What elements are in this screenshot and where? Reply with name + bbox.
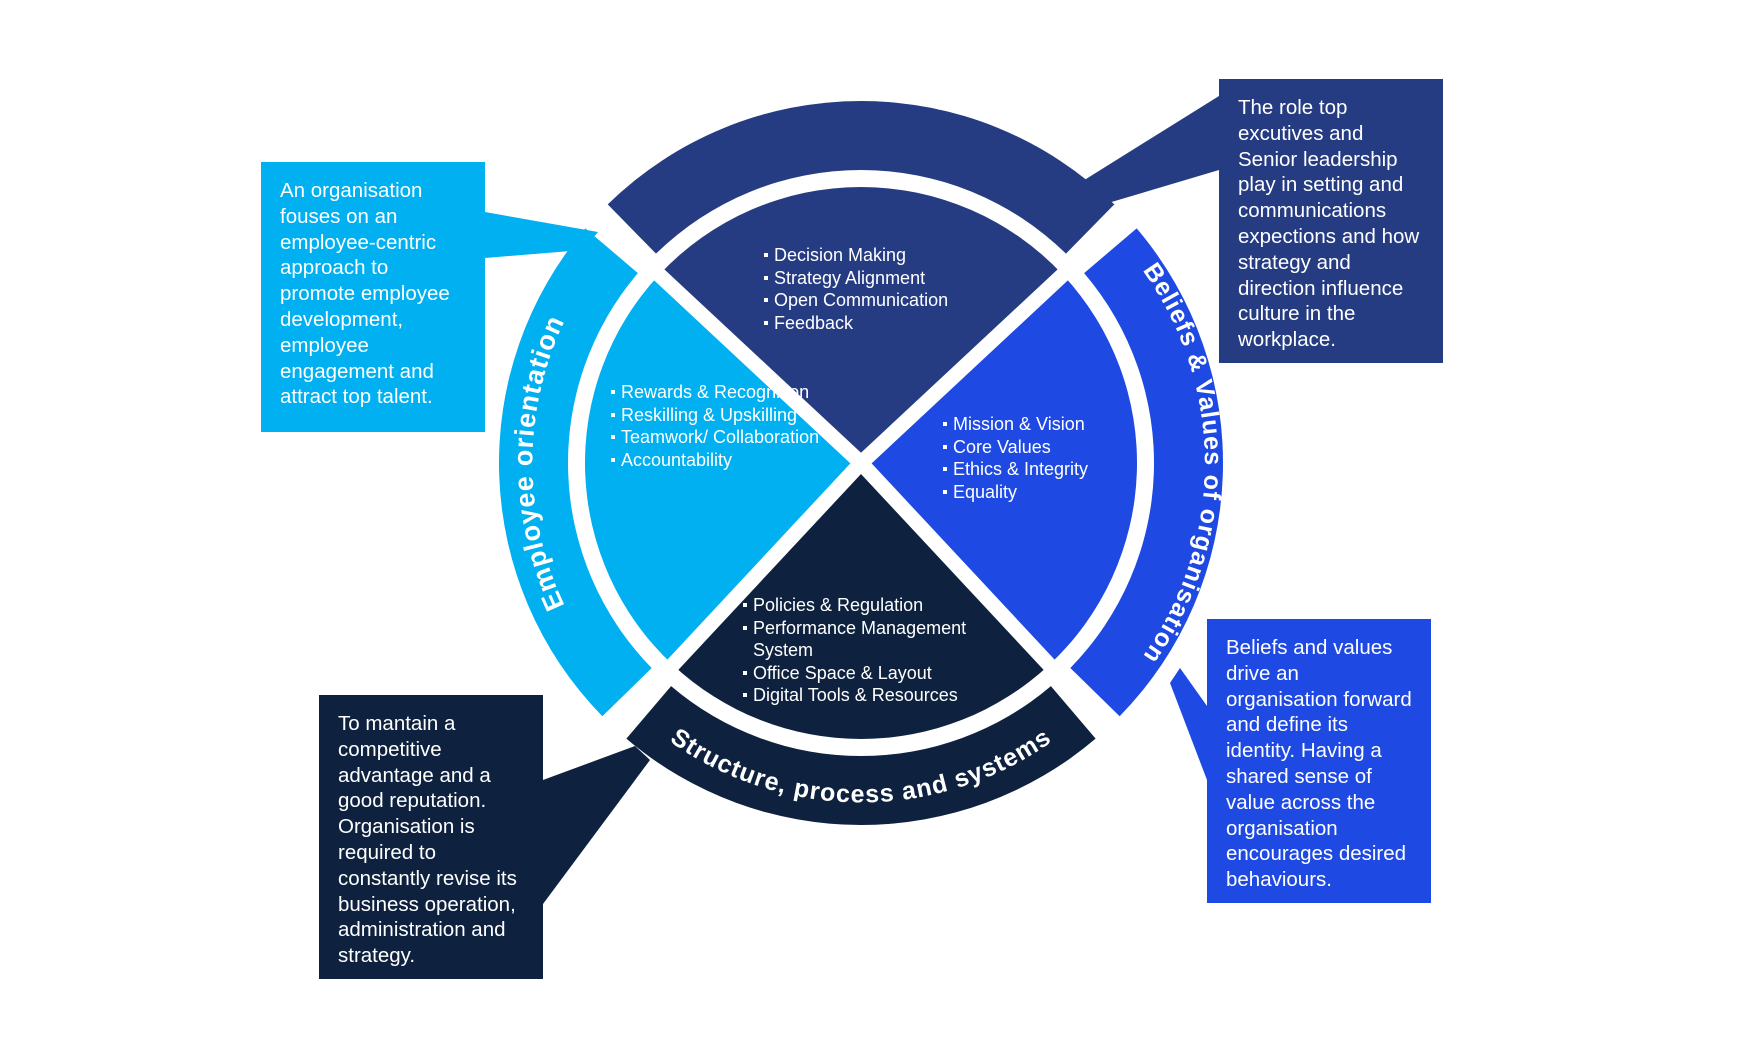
list-item: Office Space & Layout <box>743 662 993 685</box>
callout-beliefs-values: Beliefs and values drive an organisation… <box>1207 619 1431 903</box>
list-item: Decision Making <box>764 244 948 267</box>
list-item: Accountability <box>611 449 821 472</box>
list-item: Performance Management System <box>743 617 993 662</box>
callout-structure: To mantain a competitive advantage and a… <box>319 695 543 979</box>
callout-pointer-structure <box>543 746 650 904</box>
ring-segment-beliefs-values <box>1070 228 1224 717</box>
quadrant-employee-orientation-list: Rewards & Recognition Reskilling & Upski… <box>611 381 821 471</box>
inner-pie <box>577 187 1145 747</box>
quadrant-structure-list: Policies & Regulation Performance Manage… <box>743 594 993 707</box>
list-item: Reskilling & Upskilling <box>611 404 821 427</box>
quadrant-beliefs-values-list: Mission & Vision Core Values Ethics & In… <box>943 413 1088 503</box>
list-item: Ethics & Integrity <box>943 458 1088 481</box>
callout-pointer-employee <box>485 212 598 258</box>
list-item: Rewards & Recognition <box>611 381 821 404</box>
callout-leadership: The role top excutives and Senior leader… <box>1219 79 1443 363</box>
list-item: Policies & Regulation <box>743 594 993 617</box>
outer-ring <box>498 100 1224 825</box>
quadrant-divider <box>596 457 867 747</box>
quadrant-leadership-list: Decision Making Strategy Alignment Open … <box>764 244 948 334</box>
quadrant-divider <box>855 198 1145 469</box>
quadrant-divider <box>855 457 1126 747</box>
pie-quadrant-beliefs-values <box>861 274 1137 665</box>
callout-employee-orientation: An organisation fouses on an employee-ce… <box>261 162 485 432</box>
list-item: Mission & Vision <box>943 413 1088 436</box>
list-item: Core Values <box>943 436 1088 459</box>
ring-segment-leadership <box>607 100 1115 254</box>
pie-quadrant-structure <box>672 463 1050 740</box>
list-item: Teamwork/ Collaboration <box>611 426 821 449</box>
callout-pointer-beliefs <box>1170 668 1207 780</box>
ring-segment-structure <box>626 686 1096 825</box>
pie-quadrant-employee-orientation <box>585 274 861 665</box>
callout-pointer-leadership <box>1078 96 1219 206</box>
list-item: Open Communication <box>764 289 948 312</box>
list-item: Equality <box>943 481 1088 504</box>
quadrant-divider <box>577 198 867 469</box>
pie-quadrant-leadership <box>659 187 1063 464</box>
ring-segment-employee-orientation <box>498 228 652 717</box>
list-item: Strategy Alignment <box>764 267 948 290</box>
list-item: Digital Tools & Resources <box>743 684 993 707</box>
list-item: Feedback <box>764 312 948 335</box>
